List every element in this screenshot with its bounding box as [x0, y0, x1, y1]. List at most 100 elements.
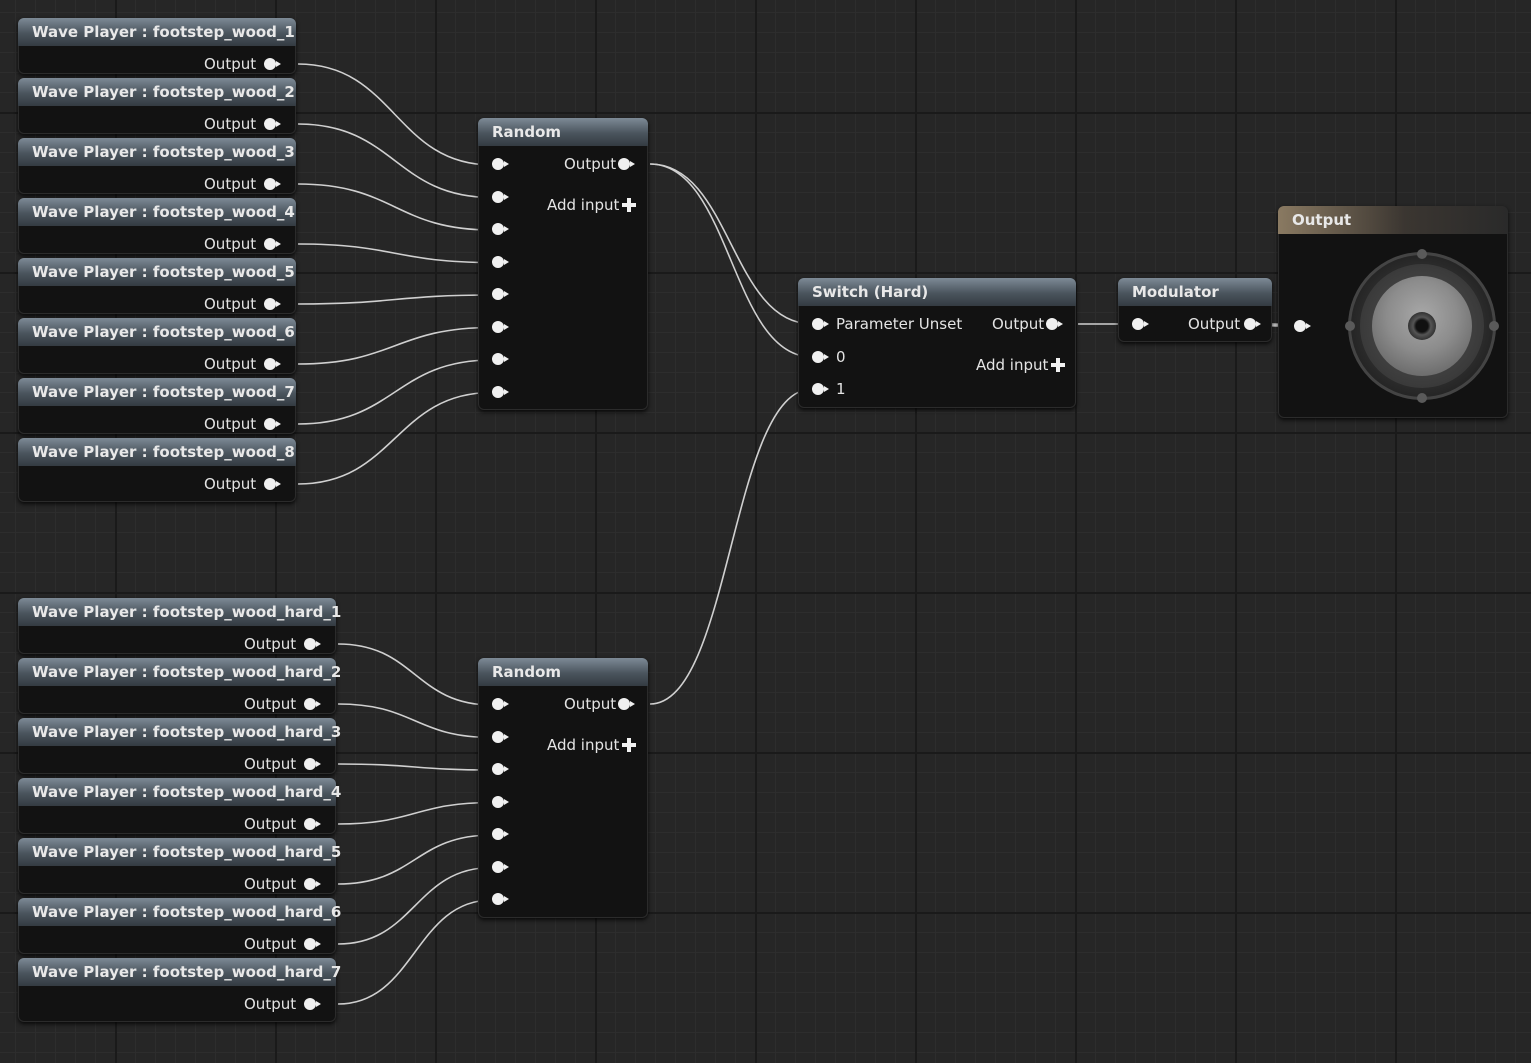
wave-player-output-label: Output: [204, 415, 257, 433]
connection-wire: [649, 163, 813, 325]
random-bottom-input-pin-icon[interactable]: [492, 763, 509, 775]
wave-player-output-pin-icon[interactable]: [264, 178, 281, 190]
wave-player-output-label: Output: [244, 995, 297, 1013]
random-top-input-pin-icon[interactable]: [492, 190, 509, 203]
sound-output-input-pin-icon[interactable]: [1294, 320, 1311, 332]
wave-player-title: Wave Player : footstep_wood_1: [18, 18, 296, 46]
wave-player-output-pin-icon[interactable]: [264, 58, 281, 70]
random-top-input-pin-icon[interactable]: [492, 320, 509, 333]
random-bottom-add-input-plus-icon[interactable]: [622, 738, 636, 752]
random-top-input-pin-icon[interactable]: [492, 158, 509, 170]
connection-wire: [337, 763, 493, 771]
switch-input-0-pin-icon[interactable]: [812, 351, 829, 363]
modulator-input-pin-icon[interactable]: [1132, 318, 1149, 330]
connection-wire: [649, 388, 813, 705]
connection-wire: [337, 801, 493, 825]
wave-player-output-pin-icon[interactable]: [304, 818, 321, 830]
random-node-bottom[interactable]: Random Output Add input: [478, 658, 648, 918]
modulator-output-pin-icon[interactable]: [1244, 318, 1261, 330]
switch-hard-title: Switch (Hard): [798, 278, 1076, 306]
wave-player-output-pin-icon[interactable]: [264, 358, 281, 370]
random-node-top[interactable]: Random Output Add input: [478, 118, 648, 410]
random-bottom-input-pin-icon[interactable]: [492, 698, 509, 710]
switch-output-pin-icon[interactable]: [1046, 318, 1063, 330]
wave-player-output-label: Output: [244, 815, 297, 833]
switch-param-pin-icon[interactable]: [812, 318, 829, 330]
connection-wire: [337, 899, 493, 1005]
wave-player-output-pin-icon[interactable]: [304, 638, 321, 650]
random-bottom-input-pin-icon[interactable]: [492, 893, 509, 905]
random-top-output-pin-icon[interactable]: [618, 158, 635, 170]
switch-add-input-label[interactable]: Add input: [976, 356, 1049, 374]
connection-wire: [297, 183, 493, 231]
random-top-input-pin-icon[interactable]: [492, 288, 509, 300]
wave-player-title: Wave Player : footstep_wood_3: [18, 138, 296, 166]
wave-player-output-pin-icon[interactable]: [264, 418, 281, 430]
wave-player-output-label: Output: [204, 355, 257, 373]
wave-player-title: Wave Player : footstep_wood_hard_7: [18, 958, 341, 986]
wave-player-title: Wave Player : footstep_wood_hard_5: [18, 838, 341, 866]
wave-player-output-pin-icon[interactable]: [304, 938, 321, 950]
switch-add-input-plus-icon[interactable]: [1051, 358, 1065, 372]
wave-player-output-label: Output: [204, 475, 257, 493]
random-top-add-input-label[interactable]: Add input: [547, 196, 620, 214]
connection-wire: [337, 866, 493, 945]
random-bottom-input-pin-icon[interactable]: [492, 828, 509, 840]
random-top-input-pin-icon[interactable]: [492, 353, 509, 365]
wave-player-output-label: Output: [244, 875, 297, 893]
random-node-top-title: Random: [478, 118, 648, 146]
random-top-add-input-plus-icon[interactable]: [622, 198, 636, 212]
wave-player-output-label: Output: [204, 295, 257, 313]
random-bottom-input-pin-icon[interactable]: [492, 795, 509, 808]
wave-player-title: Wave Player : footstep_wood_7: [18, 378, 296, 406]
connection-wire: [649, 163, 813, 358]
wave-player-output-label: Output: [244, 695, 297, 713]
connection-wire: [337, 703, 493, 739]
wave-player-output-pin-icon[interactable]: [264, 238, 281, 250]
random-bottom-input-pin-icon[interactable]: [492, 730, 509, 743]
wave-player-title: Wave Player : footstep_wood_hard_4: [18, 778, 341, 806]
random-top-input-pin-icon[interactable]: [492, 385, 509, 398]
random-bottom-add-input-label[interactable]: Add input: [547, 736, 620, 754]
connection-wire: [297, 294, 493, 305]
wave-player-title: Wave Player : footstep_wood_5: [18, 258, 296, 286]
wave-player-output-pin-icon[interactable]: [304, 758, 321, 770]
switch-input-1-label: 1: [836, 380, 846, 398]
wave-player-output-pin-icon[interactable]: [304, 878, 321, 890]
sound-output-node[interactable]: Output: [1278, 206, 1508, 418]
switch-input-1-pin-icon[interactable]: [812, 383, 829, 395]
wave-player-output-label: Output: [244, 635, 297, 653]
wave-player-output-pin-icon[interactable]: [304, 998, 321, 1010]
wave-player-output-pin-icon[interactable]: [304, 698, 321, 710]
random-bottom-output-pin-icon[interactable]: [618, 698, 635, 710]
wave-player-output-pin-icon[interactable]: [264, 298, 281, 310]
modulator-node[interactable]: Modulator Output: [1118, 278, 1272, 342]
wave-player-output-label: Output: [244, 755, 297, 773]
wave-player-output-pin-icon[interactable]: [264, 478, 281, 490]
wave-player-title: Wave Player : footstep_wood_hard_6: [18, 898, 341, 926]
wave-player-output-label: Output: [204, 55, 257, 73]
connection-wire: [337, 834, 493, 885]
random-top-input-pin-icon[interactable]: [492, 223, 509, 235]
connection-wire: [297, 326, 493, 365]
switch-hard-node[interactable]: Switch (Hard) Parameter Unset Output 0 A…: [798, 278, 1076, 408]
wave-player-output-pin-icon[interactable]: [264, 118, 281, 130]
random-top-input-pin-icon[interactable]: [492, 255, 509, 268]
speaker-icon: [1345, 249, 1499, 403]
random-bottom-input-pin-icon[interactable]: [492, 860, 509, 873]
